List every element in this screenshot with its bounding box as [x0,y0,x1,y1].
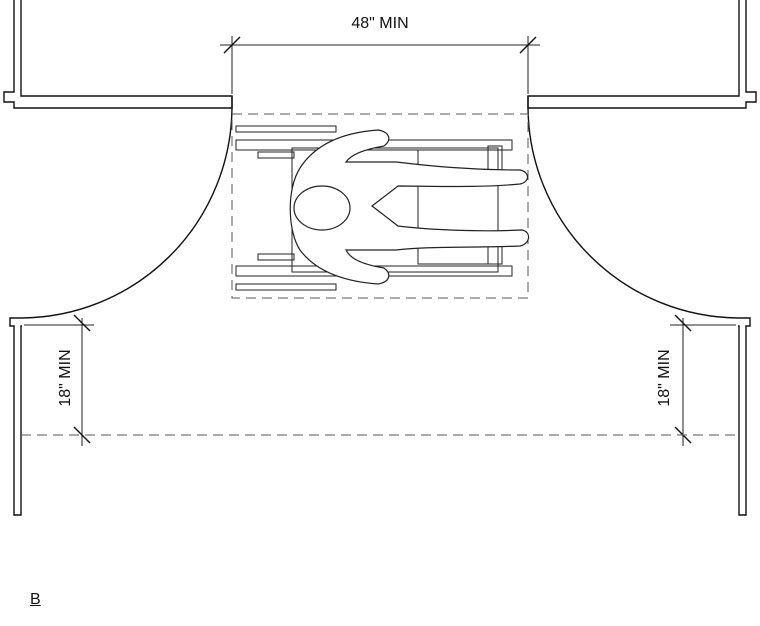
wheelchair-user-figure [235,125,530,291]
top-dimension: 48" MIN [220,15,540,94]
right-door [527,96,739,319]
upper-walls [3,0,757,109]
top-dimension-label: 48" MIN [351,15,408,32]
figure-label: B [30,591,41,608]
clear-floor-space [231,113,529,299]
tick-mark-right [519,36,537,54]
left-side-dimension: 18" MIN [24,314,94,446]
left-door [21,96,233,319]
right-side-dimension: 18" MIN [656,314,736,446]
right-dimension-label: 18" MIN [656,349,673,406]
left-dimension-label: 18" MIN [57,349,74,406]
lower-walls [9,317,751,516]
tick-mark-left [223,36,241,54]
